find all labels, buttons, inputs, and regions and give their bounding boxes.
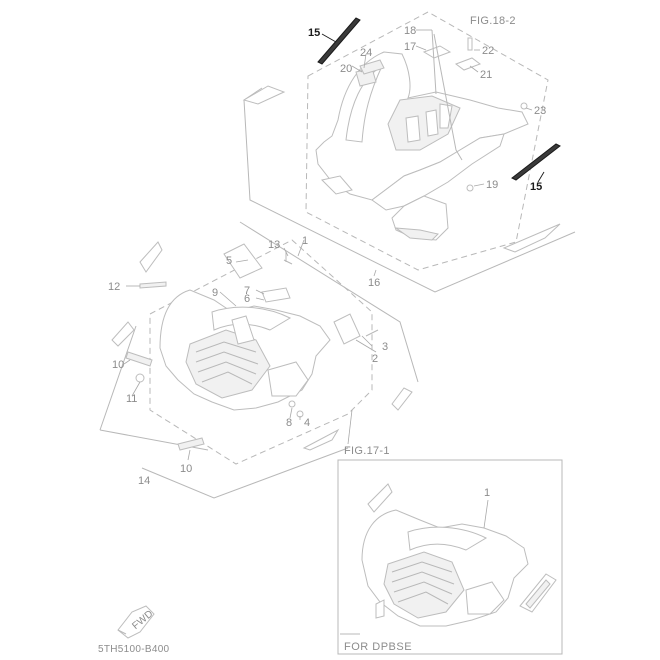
part-6-plate — [261, 287, 291, 303]
callout-18: 18 — [404, 25, 416, 37]
callout-1: 1 — [302, 235, 308, 247]
callout-1-inset: 1 — [484, 487, 490, 499]
callout-14: 14 — [138, 475, 150, 487]
part-10-strip-a — [125, 351, 153, 367]
callout-15-right: 15 — [530, 181, 542, 193]
part-3-screw — [365, 329, 379, 337]
inset-box: 1 FOR DPBSE — [337, 459, 563, 655]
callout-10-upper: 10 — [112, 359, 124, 371]
front-assembly-outline — [99, 221, 419, 499]
part-8-nut — [288, 400, 296, 408]
callout-9: 9 — [212, 287, 218, 299]
callout-16: 16 — [368, 277, 380, 289]
callout-24: 24 — [360, 47, 372, 59]
front-dashed-frame — [149, 239, 373, 465]
front-fender-headlight — [267, 361, 309, 397]
callout-3: 3 — [382, 341, 388, 353]
callout-11: 11 — [126, 393, 137, 405]
callout-17: 17 — [404, 41, 416, 53]
front-flap-left — [111, 321, 135, 347]
front-side-bracket — [391, 387, 413, 411]
callout-22: 22 — [482, 45, 494, 57]
inset-caption: FOR DPBSE — [344, 641, 412, 653]
callout-19: 19 — [486, 179, 498, 191]
callout-5: 5 — [226, 255, 232, 267]
callout-12: 12 — [108, 281, 120, 293]
rear-fender-group: 15 15 18 17 22 24 20 21 23 19 16 FIG.18-… — [242, 11, 576, 293]
part-11-grommet — [135, 373, 145, 383]
front-flap-top — [139, 241, 163, 273]
callout-8: 8 — [286, 417, 292, 429]
rear-flap-right — [502, 223, 561, 253]
inset-fender-headlight — [465, 581, 505, 615]
callout-15-left: 15 — [308, 27, 320, 39]
part-19-grommet — [466, 184, 474, 192]
drawing-code: 5TH5100-B400 — [98, 644, 170, 655]
callout-20: 20 — [340, 63, 352, 75]
callout-6: 6 — [244, 293, 250, 305]
fig-ref-front: FIG.17-1 — [344, 445, 390, 457]
inset-flap-top — [367, 483, 393, 513]
rear-dashed-frame — [305, 11, 549, 271]
front-fender-top-ridge — [211, 306, 292, 331]
front-fender-group: 13 1 5 12 9 7 6 3 2 10 11 8 4 10 14 FIG.… — [99, 221, 419, 499]
callout-13: 13 — [268, 239, 280, 251]
rear-fender-vent — [321, 175, 353, 195]
rear-assembly-outline — [243, 99, 576, 293]
part-2-bracket — [333, 313, 361, 345]
part-15-protector-left — [317, 17, 361, 65]
part-23-bolt — [520, 102, 528, 110]
part-12-strip — [139, 281, 167, 289]
callout-7: 7 — [244, 285, 250, 297]
inset-frame — [337, 459, 563, 655]
callout-2: 2 — [372, 353, 378, 365]
fwd-arrow-icon: FWD — [117, 605, 156, 639]
callout-21: 21 — [480, 69, 492, 81]
part-21-plate — [454, 57, 482, 71]
callout-10-lower: 10 — [180, 463, 192, 475]
callout-23: 23 — [534, 105, 546, 117]
part-13-clip — [283, 252, 293, 265]
front-flap-bottom — [302, 428, 340, 451]
part-15-protector-right — [511, 143, 561, 181]
front-fender-grille-slats — [195, 341, 259, 385]
part-18-rod — [431, 29, 463, 161]
callout-4: 4 — [304, 417, 310, 429]
part-22-rivet — [467, 37, 473, 51]
fig-ref-rear: FIG.18-2 — [470, 15, 516, 27]
rear-flap-left — [242, 85, 286, 105]
part-10-strip-b — [177, 437, 205, 451]
